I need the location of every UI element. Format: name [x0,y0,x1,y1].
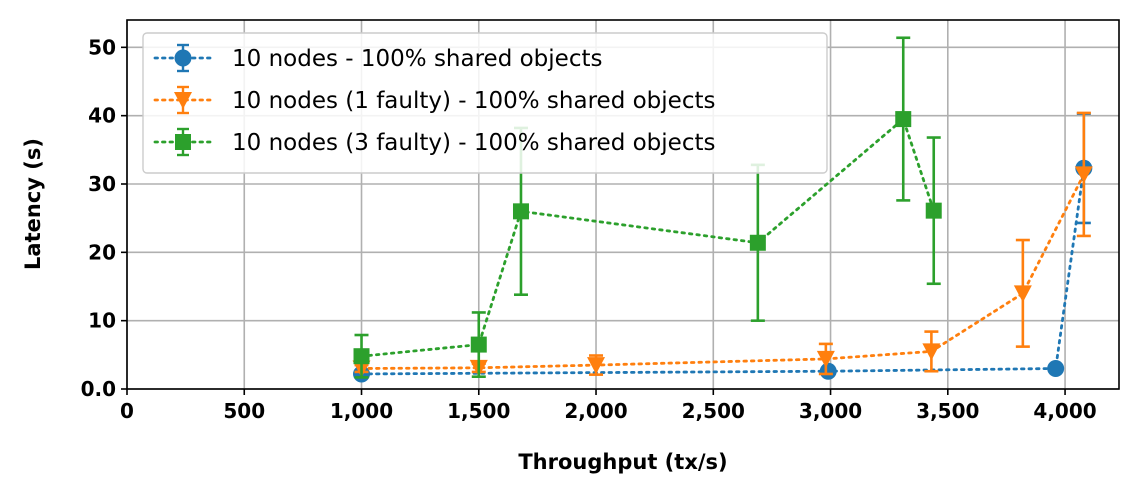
plot-frame [126,19,1120,390]
y-axis-title: Latency (s) [21,138,45,270]
x-tick-label: 4,000 [1033,399,1096,423]
x-tick-label: 1,500 [447,399,510,423]
legend-label: 10 nodes - 100% shared objects [232,46,602,72]
legend: 10 nodes - 100% shared objects 10 nodes (… [142,32,828,174]
series-line [360,173,1086,370]
data-point [512,203,529,220]
data-point [1047,360,1065,377]
data-point [895,111,912,128]
legend-marker [174,49,192,67]
data-point [749,234,766,251]
legend-label: 10 nodes (3 faulty) - 100% shared object… [232,130,715,156]
data-point [819,362,837,380]
x-tick-label: 3,000 [799,399,862,423]
legend-handle [153,85,213,115]
legend-box [142,32,828,174]
legend-handle [153,43,213,73]
series-3 [353,36,942,379]
data-point [1074,166,1093,184]
y-tick-label: 40 [88,104,116,128]
data-point [922,343,941,361]
data-point [1013,285,1032,303]
data-point [587,357,606,375]
y-tick-label: 50 [88,35,116,59]
series-line [360,166,1086,376]
x-tick-label: 2,500 [682,399,745,423]
legend-label: 10 nodes (1 faulty) - 100% shared object… [232,88,715,114]
data-point [353,348,370,365]
ticks: 0 500 1,000 1,500 2,000 2,500 3,000 3,500 4,000 0… [81,35,1097,423]
y-tick-label: 30 [88,172,116,196]
x-tick-label: 0 [120,399,134,423]
series-line [360,116,936,358]
data-point [470,336,487,353]
y-tick-label: 20 [88,240,116,264]
x-tick-label: 1,000 [330,399,393,423]
data-point [925,202,942,219]
legend-handle [153,127,213,157]
legend-marker [175,134,191,150]
legend-marker [174,92,192,109]
x-axis-title: Throughput (tx/s) [518,450,727,474]
series-layer [352,36,1093,383]
y-tick-label: 10 [88,309,116,333]
x-tick-label: 500 [223,399,265,423]
x-tick-label: 3,500 [916,399,979,423]
y-tick-label: 0.0 [81,377,116,401]
data-point [816,350,835,368]
x-tick-label: 2,000 [564,399,627,423]
